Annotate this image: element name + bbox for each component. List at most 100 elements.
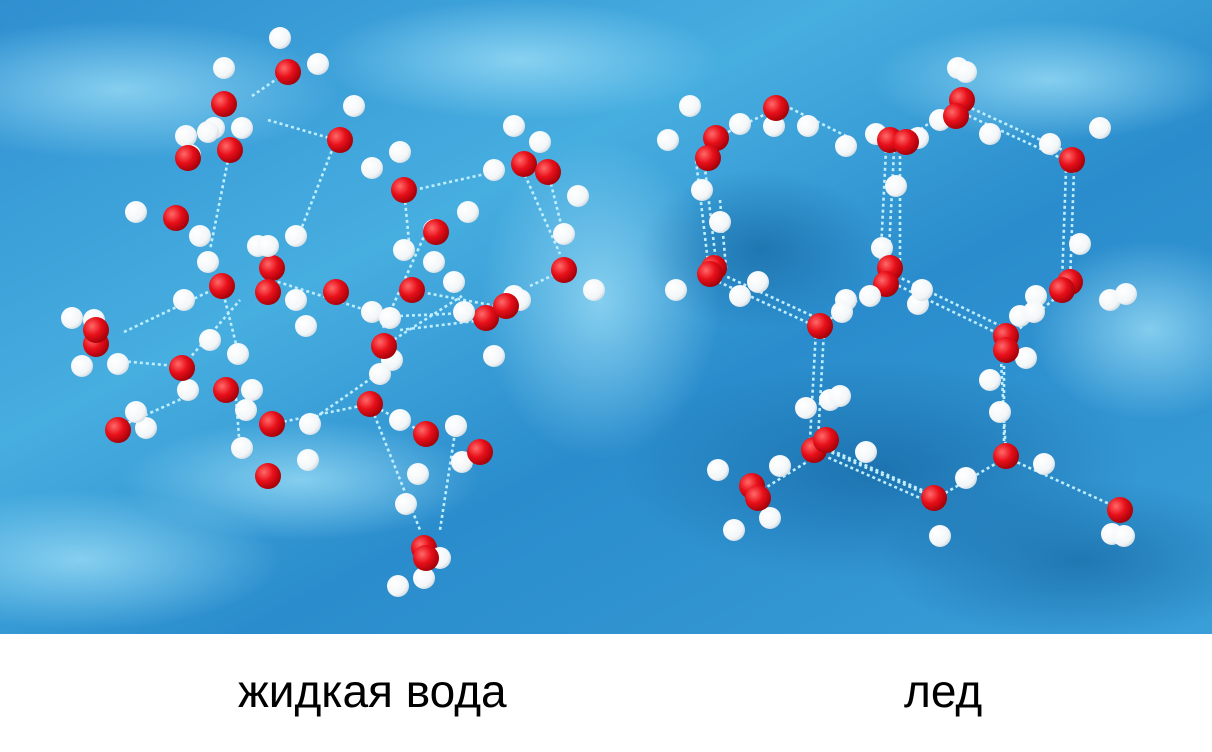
hydrogen-atom	[173, 289, 195, 311]
oxygen-atom	[413, 545, 439, 571]
water-molecule	[105, 401, 157, 443]
hydrogen-atom	[955, 61, 977, 83]
hydrogen-atom	[177, 379, 199, 401]
hydrogen-atom	[855, 441, 877, 463]
hydrogen-bond	[1011, 458, 1115, 508]
oxygen-atom	[551, 257, 577, 283]
hydrogen-bond	[1060, 169, 1068, 282]
oxygen-atom	[323, 279, 349, 305]
hydrogen-atom	[413, 567, 435, 589]
hydrogen-atom	[929, 525, 951, 547]
oxygen-atom	[467, 439, 493, 465]
hydrogen-atom	[679, 95, 701, 117]
oxygen-atom	[745, 485, 771, 511]
water-molecule	[745, 455, 791, 529]
hydrogen-atom	[423, 251, 445, 273]
hydrogen-atom	[1113, 525, 1135, 547]
ice-hydrogen-bonds	[694, 106, 1115, 508]
hydrogen-atom	[107, 353, 129, 375]
hydrogen-atom	[1025, 285, 1047, 307]
hydrogen-atom	[955, 467, 977, 489]
hydrogen-atom	[483, 159, 505, 181]
hydrogen-atom	[257, 235, 279, 257]
hydrogen-atom	[583, 279, 605, 301]
oxygen-atom	[83, 317, 109, 343]
water-molecule	[807, 285, 881, 339]
hydrogen-atom	[657, 129, 679, 151]
hydrogen-atom	[979, 369, 1001, 391]
hydrogen-bond	[702, 159, 718, 262]
hydrogen-bond	[816, 330, 826, 441]
hydrogen-bond	[518, 163, 562, 255]
water-molecule	[175, 121, 219, 171]
water-molecule	[697, 261, 769, 307]
oxygen-atom	[105, 417, 131, 443]
oxygen-atom	[993, 337, 1019, 363]
hydrogen-atom	[691, 179, 713, 201]
hydrogen-atom	[285, 225, 307, 247]
hydrogen-atom	[759, 507, 781, 529]
oxygen-atom	[327, 127, 353, 153]
water-molecule	[357, 363, 411, 431]
liquid-water-caption: жидкая вода	[238, 665, 507, 717]
hydrogen-atom	[835, 135, 857, 157]
water-molecule	[413, 545, 451, 589]
water-molecule	[371, 307, 403, 371]
hydrogen-bond	[886, 150, 896, 271]
hydrogen-bond	[1068, 170, 1076, 283]
hydrogen-atom	[231, 117, 253, 139]
hydrogen-atom	[859, 285, 881, 307]
hydrogen-bond	[878, 149, 888, 270]
oxygen-atom	[763, 95, 789, 121]
hydrogen-atom	[189, 225, 211, 247]
hydrogen-bond	[718, 199, 728, 269]
hydrogen-atom	[911, 279, 933, 301]
oxygen-atom	[1107, 497, 1133, 523]
hydrogen-atom	[361, 157, 383, 179]
oxygen-atom	[493, 293, 519, 319]
hydrogen-atom	[1089, 117, 1111, 139]
hydrogen-bond	[413, 170, 495, 192]
water-molecule	[453, 289, 531, 323]
oxygen-atom	[213, 377, 239, 403]
oxygen-atom	[357, 391, 383, 417]
oxygen-atom	[1049, 277, 1075, 303]
hydrogen-atom	[729, 285, 751, 307]
hydrogen-atom	[831, 301, 853, 323]
hydrogen-atom	[665, 279, 687, 301]
water-molecule	[1039, 117, 1111, 173]
oxygen-atom	[275, 59, 301, 85]
hydrogen-atom	[379, 307, 401, 329]
hydrogen-atom	[723, 519, 745, 541]
water-molecule	[989, 401, 1055, 475]
oxygen-atom	[163, 205, 189, 231]
hydrogen-atom	[451, 451, 473, 473]
hydrogen-atom	[213, 57, 235, 79]
hydrogen-bond	[825, 448, 927, 496]
oxygen-atom	[423, 219, 449, 245]
water-molecule	[231, 437, 319, 489]
water-molecule	[269, 27, 329, 85]
hydrogen-atom	[453, 301, 475, 323]
hydrogen-atom	[297, 449, 319, 471]
hydrogen-atom	[979, 123, 1001, 145]
water-molecule	[551, 223, 605, 301]
oxygen-atom	[807, 313, 833, 339]
oxygen-atom	[217, 137, 243, 163]
water-molecule	[1101, 497, 1135, 547]
hydrogen-atom	[829, 385, 851, 407]
oxygen-atom	[921, 485, 947, 511]
water-molecule	[445, 415, 493, 473]
water-molecule	[529, 131, 589, 207]
oxygen-atom	[175, 145, 201, 171]
hydrogen-bond	[368, 403, 422, 531]
hydrogen-atom	[797, 115, 819, 137]
water-molecule	[423, 201, 479, 273]
hydrogen-atom	[387, 575, 409, 597]
hydrogen-atom	[361, 301, 383, 323]
hydrogen-bond	[789, 106, 851, 140]
water-molecule	[1025, 277, 1137, 307]
hydrogen-atom	[567, 185, 589, 207]
hydrogen-atom	[307, 53, 329, 75]
hydrogen-atom	[407, 463, 429, 485]
